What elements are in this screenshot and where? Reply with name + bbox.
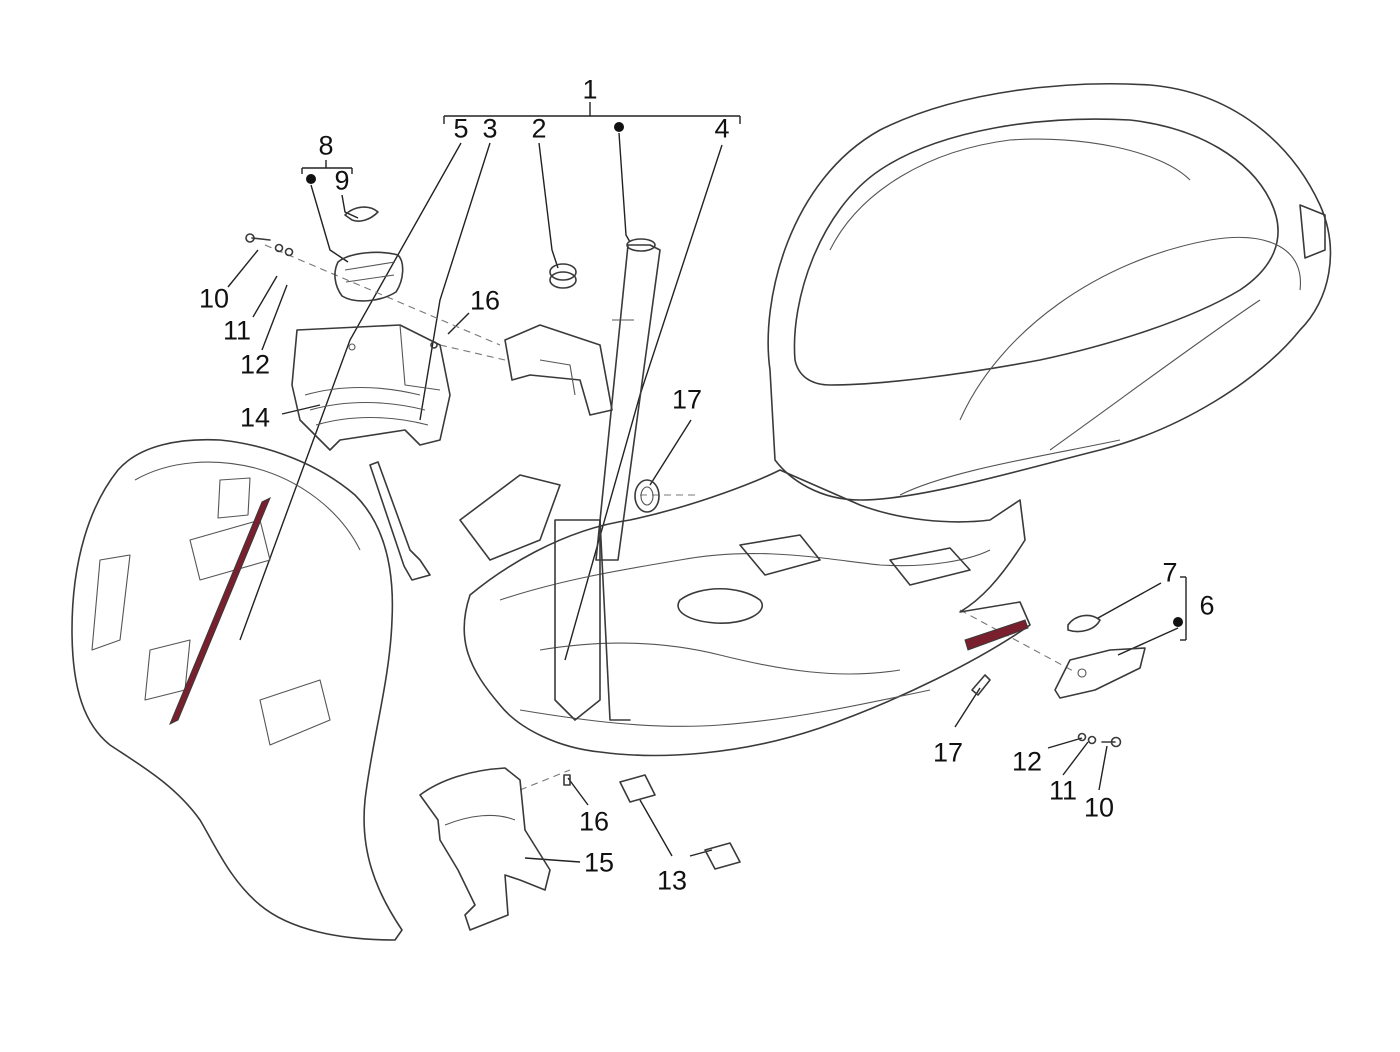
part-2-ring — [549, 263, 577, 289]
callout-17-bottom: 17 — [932, 737, 964, 768]
callout-12-right: 12 — [1011, 746, 1043, 777]
callout-11-left: 11 — [222, 315, 252, 346]
callout-5: 5 — [453, 113, 469, 144]
part-16-strap — [369, 461, 431, 581]
leader-lines — [227, 132, 1179, 863]
legshield — [71, 438, 403, 941]
group-8-bracket — [301, 160, 353, 184]
callout-3: 3 — [482, 113, 498, 144]
callout-14: 14 — [239, 402, 271, 433]
callout-2: 2 — [531, 113, 547, 144]
callout-15: 15 — [583, 847, 615, 878]
assembly-axes — [264, 244, 1076, 791]
part-13-pads — [619, 774, 741, 870]
callout-13: 13 — [656, 865, 688, 896]
callout-12-left: 12 — [239, 349, 271, 380]
callout-16-top: 16 — [469, 285, 501, 316]
callout-7: 7 — [1162, 557, 1178, 588]
part-17-grommets — [634, 479, 991, 696]
fasteners — [245, 233, 1122, 786]
group-6-bracket — [1173, 576, 1187, 641]
part-14-bracket — [291, 324, 451, 451]
part-15-cover — [419, 767, 551, 931]
frame-body — [459, 83, 1332, 757]
callout-8: 8 — [318, 130, 334, 161]
callout-11-right: 11 — [1048, 775, 1078, 806]
callout-1: 1 — [582, 74, 598, 105]
callout-16-bottom: 16 — [578, 806, 610, 837]
callout-10-left: 10 — [198, 283, 230, 314]
callout-10-right: 10 — [1083, 792, 1115, 823]
part-6-lock — [1054, 614, 1146, 699]
callout-17-top: 17 — [671, 384, 703, 415]
callout-4: 4 — [714, 113, 730, 144]
part-8-latch — [334, 206, 404, 302]
callout-9: 9 — [334, 165, 350, 196]
group-1-bracket — [443, 102, 741, 132]
callout-6: 6 — [1199, 590, 1215, 621]
